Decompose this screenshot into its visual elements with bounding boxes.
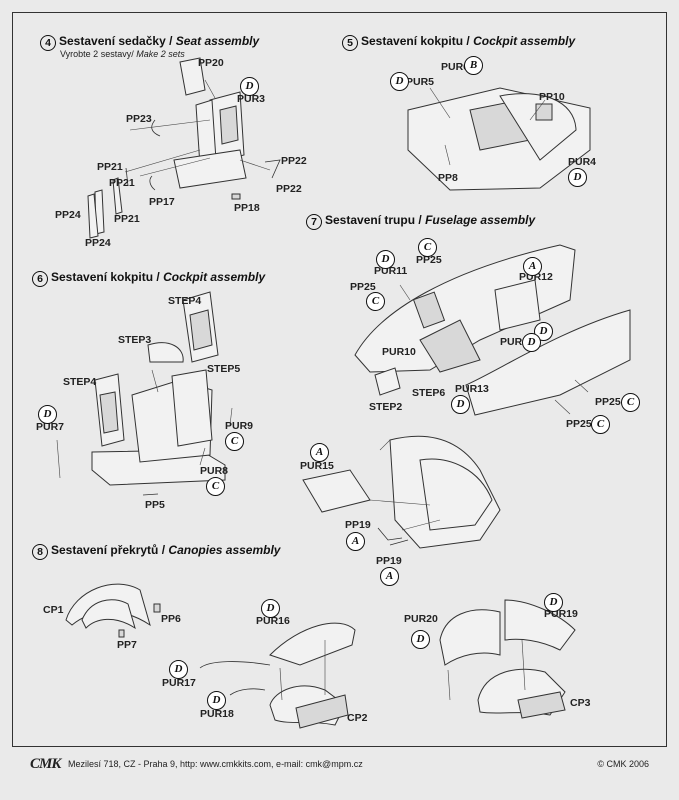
cockpit-tub-5 [407, 87, 591, 191]
part-label: PP19 [345, 519, 371, 531]
part-label: PP5 [145, 499, 165, 511]
part-label: PUR3 [237, 93, 266, 105]
part-label: PP24 [85, 237, 111, 249]
section-4-subtitle: Vyrobte 2 sestavy/ Make 2 sets [60, 49, 185, 59]
part-label: PP20 [198, 57, 224, 69]
material-badge: D [38, 405, 57, 424]
part-label: PUR7 [36, 421, 65, 433]
part-label: PP21 [109, 177, 135, 189]
part-label: PP10 [539, 91, 565, 103]
part-label: PUR10 [382, 346, 416, 358]
part-label: PP22 [281, 155, 307, 167]
part-label: PUR4 [568, 156, 597, 168]
part-label: PUR19 [544, 608, 578, 620]
part-label: PP21 [114, 213, 140, 225]
footer-copyright: © CMK 2006 [597, 759, 649, 769]
part-label: PP22 [276, 183, 302, 195]
part-label: PUR8 [200, 465, 229, 477]
part-label: PUR13 [455, 383, 489, 395]
material-badge: D [261, 599, 280, 618]
step-number-8: 8 [32, 544, 48, 560]
material-badge: D [411, 630, 430, 649]
fuselage-drawing [354, 244, 631, 416]
part-label: PP17 [149, 196, 175, 208]
part-label: PUR6 [441, 61, 470, 73]
material-badge: A [310, 443, 329, 462]
part-label: PUR11 [374, 265, 408, 277]
material-badge: D [169, 660, 188, 679]
material-badge: D [451, 395, 470, 414]
part-label: PP8 [438, 172, 458, 184]
seat-drawing [87, 57, 281, 239]
material-badge: C [621, 393, 640, 412]
part-label: PUR12 [519, 271, 553, 283]
material-badge: C [206, 477, 225, 496]
part-label: PP25 [566, 418, 592, 430]
part-label: PUR9 [225, 420, 254, 432]
material-badge: C [591, 415, 610, 434]
material-badge: D [240, 77, 259, 96]
material-badge: C [225, 432, 244, 451]
part-label: PUR15 [300, 460, 334, 472]
cockpit-drawing-6 [56, 291, 233, 496]
material-badge: D [544, 593, 563, 612]
sheet-frame [12, 12, 667, 747]
part-label: PP25 [595, 396, 621, 408]
part-label: PUR17 [162, 677, 196, 689]
footer: CMK Mezilesí 718, CZ - Praha 9, http: ww… [0, 752, 679, 782]
fuselage-panel-drawing [302, 435, 501, 549]
part-label: STEP4 [168, 295, 202, 307]
material-badge: D [376, 250, 395, 269]
material-badge: D [207, 691, 226, 710]
part-label: PUR16 [256, 615, 290, 627]
canopies-drawing [65, 583, 576, 729]
part-label: PP18 [234, 202, 260, 214]
material-badge: B [464, 56, 483, 75]
material-badge: C [418, 238, 437, 257]
part-label: PUR14 [500, 336, 534, 348]
part-label: PP23 [126, 113, 152, 125]
part-label: STEP6 [412, 387, 446, 399]
material-badge: A [523, 257, 542, 276]
part-label: CP1 [43, 604, 64, 616]
part-label: STEP2 [369, 401, 403, 413]
part-label: PP7 [117, 639, 137, 651]
material-badge: A [346, 532, 365, 551]
part-label: PP6 [161, 613, 181, 625]
material-badge: C [366, 292, 385, 311]
part-label: PP21 [97, 161, 123, 173]
material-badge: D [522, 333, 541, 352]
step-number-7: 7 [306, 214, 322, 230]
part-label: STEP5 [207, 363, 241, 375]
part-label: PP19 [376, 555, 402, 567]
cmk-logo: CMK [30, 756, 61, 772]
part-label: CP2 [347, 712, 368, 724]
part-label: CP3 [570, 697, 591, 709]
part-label: PP25 [416, 254, 442, 266]
part-label: PP25 [350, 281, 376, 293]
part-label: STEP4 [63, 376, 97, 388]
part-label: PP24 [55, 209, 81, 221]
step-number-6: 6 [32, 271, 48, 287]
material-badge: D [390, 72, 409, 91]
step-number-5: 5 [342, 35, 358, 51]
material-badge: D [568, 168, 587, 187]
footer-address: Mezilesí 718, CZ - Praha 9, http: www.cm… [68, 759, 363, 769]
step-number-4: 4 [40, 35, 56, 51]
part-label: PUR20 [404, 613, 438, 625]
part-label: PUR5 [406, 76, 435, 88]
part-label: PUR18 [200, 708, 234, 720]
part-label: STEP3 [118, 334, 152, 346]
material-badge: A [380, 567, 399, 586]
